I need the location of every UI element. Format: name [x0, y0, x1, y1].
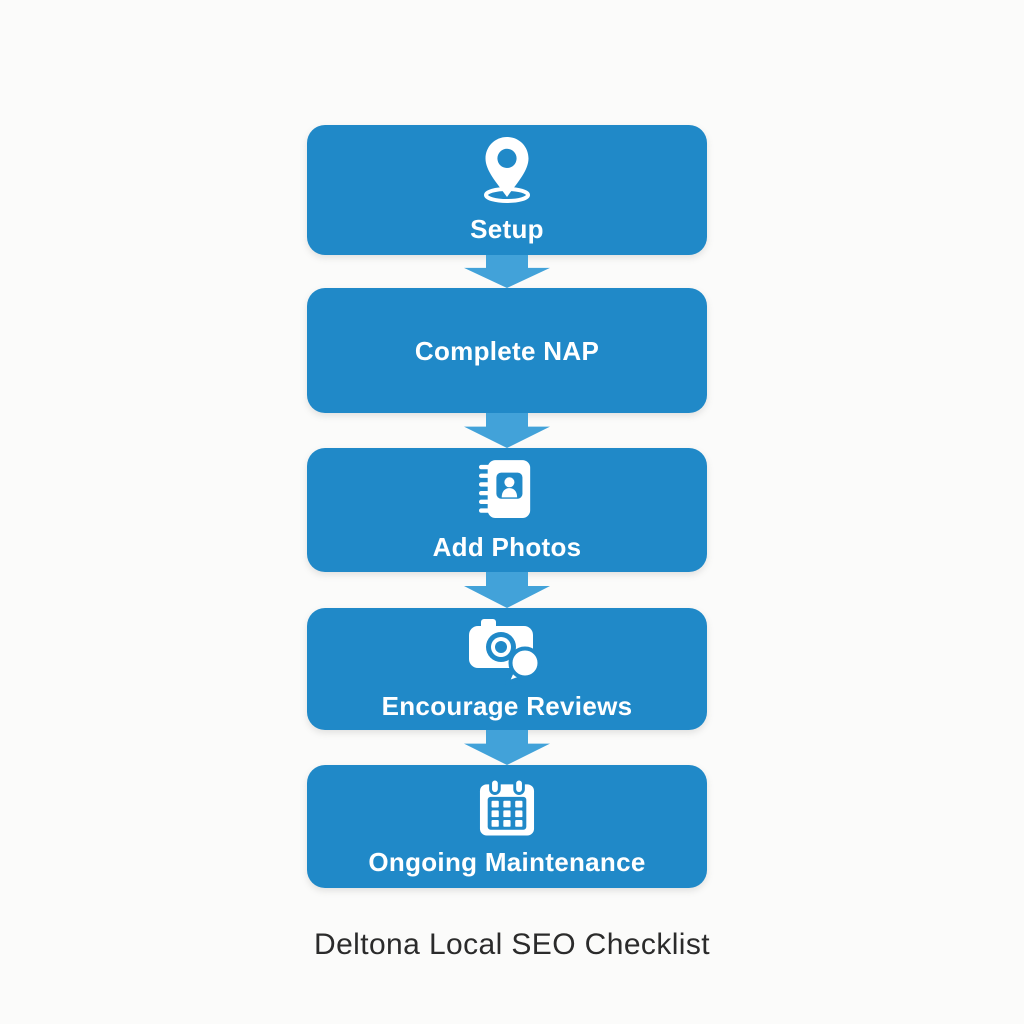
flow-step-encourage-reviews: Encourage Reviews — [307, 608, 707, 730]
step-label: Complete NAP — [414, 335, 600, 366]
down-arrow-connector — [464, 572, 550, 608]
down-arrow-connector — [464, 255, 550, 288]
step-label: Ongoing Maintenance — [368, 846, 646, 877]
flow-step-add-photos: Add Photos — [307, 448, 707, 572]
flow-step-setup: Setup — [307, 125, 707, 255]
down-arrow-connector — [464, 730, 550, 765]
step-label: Add Photos — [432, 531, 582, 562]
calendar-icon — [479, 777, 535, 835]
location-pin-icon — [484, 136, 530, 203]
flow-step-ongoing-maintenance: Ongoing Maintenance — [307, 765, 707, 888]
step-label: Setup — [470, 213, 544, 244]
step-label: Encourage Reviews — [381, 691, 633, 721]
flow-step-complete-nap: Complete NAP — [307, 288, 707, 413]
diagram-caption: Deltona Local SEO Checklist — [314, 928, 710, 961]
down-arrow-connector — [464, 413, 550, 448]
camera-speech-bubble-icon — [469, 619, 542, 685]
contact-book-icon — [479, 459, 531, 518]
